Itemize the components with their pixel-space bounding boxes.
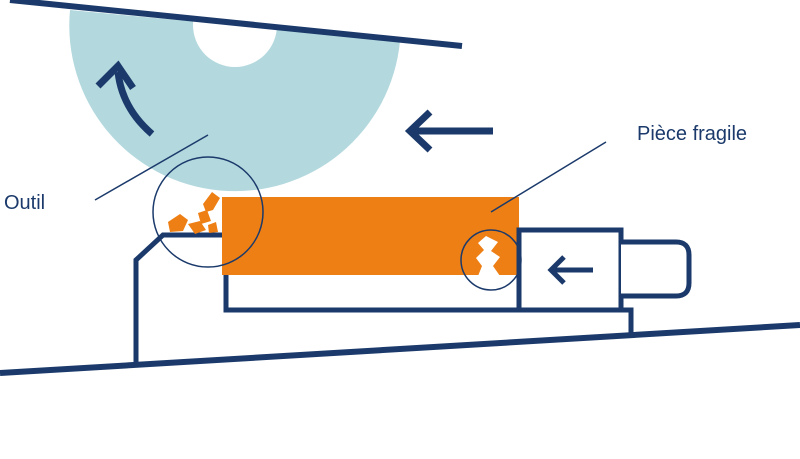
fragile-workpiece bbox=[222, 197, 519, 275]
pusher-rod bbox=[621, 239, 692, 299]
tool-guard-line bbox=[9, 0, 463, 49]
tool-leader-line bbox=[94, 134, 209, 201]
tool-wheel bbox=[69, 0, 401, 192]
crack-zone-circle bbox=[460, 229, 522, 291]
feed-arrow-icon bbox=[404, 109, 493, 153]
fragile-part-label: Pièce fragile bbox=[637, 123, 747, 145]
tool-wheel-body bbox=[69, 10, 401, 192]
chip-fragments bbox=[168, 192, 260, 234]
contact-zone-circle bbox=[152, 156, 264, 268]
right-platform bbox=[519, 307, 634, 335]
ground-line bbox=[0, 322, 800, 376]
tool-label: Outil bbox=[4, 192, 45, 214]
crack-mark bbox=[476, 236, 500, 276]
push-arrow-icon bbox=[547, 255, 593, 285]
left-fixture bbox=[133, 232, 222, 362]
fragile-leader-line bbox=[490, 141, 607, 213]
workpiece-tray bbox=[223, 270, 519, 313]
rotation-arrow-icon bbox=[95, 60, 155, 137]
tool-hub bbox=[193, 0, 277, 67]
